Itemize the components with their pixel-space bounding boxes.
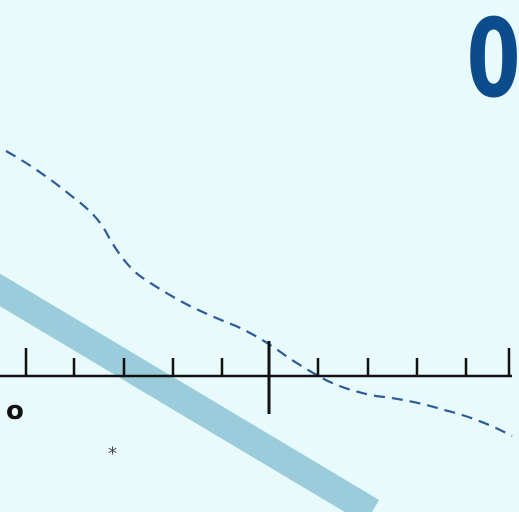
light-beam	[0, 273, 380, 512]
sparkle-icon: ⁎	[108, 438, 117, 459]
ruler-ticks	[24, 348, 511, 376]
origin-label: o	[6, 396, 24, 426]
score-counter: 0	[466, 0, 519, 122]
dashed-trajectory	[5, 150, 513, 437]
